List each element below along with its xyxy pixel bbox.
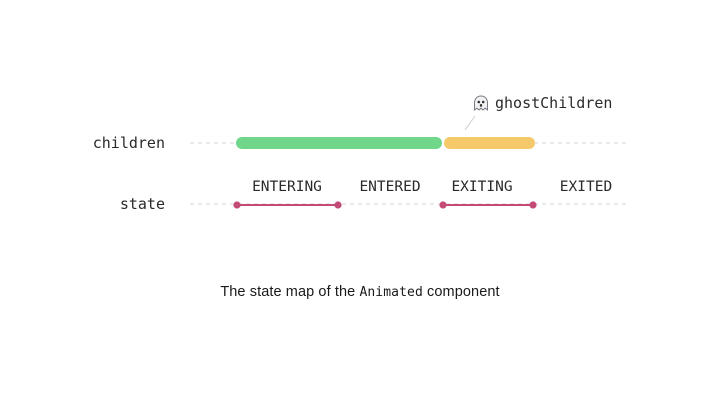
children-present-bar xyxy=(236,137,442,149)
state-row-label: state xyxy=(120,195,165,213)
ghost-children-bar xyxy=(444,137,535,149)
caption-prefix: The state map of the xyxy=(220,284,356,300)
state-label-exiting: EXITING xyxy=(451,179,512,195)
ghost-icon xyxy=(474,95,488,112)
state-label-exited: EXITED xyxy=(560,179,612,195)
entering-start-marker xyxy=(233,201,241,209)
ghost-annotation-leader xyxy=(464,115,476,131)
diagram-caption: The state map of the Animated component xyxy=(0,284,720,300)
entered-marker xyxy=(334,201,342,209)
children-row-label: children xyxy=(93,134,165,152)
exiting-start-marker xyxy=(439,201,447,209)
caption-suffix: component xyxy=(427,284,500,300)
exited-marker xyxy=(529,201,537,209)
caption-code: Animated xyxy=(359,285,423,300)
state-label-entering: ENTERING xyxy=(252,179,322,195)
ghost-children-label: ghostChildren xyxy=(495,94,612,112)
state-label-entered: ENTERED xyxy=(359,179,420,195)
